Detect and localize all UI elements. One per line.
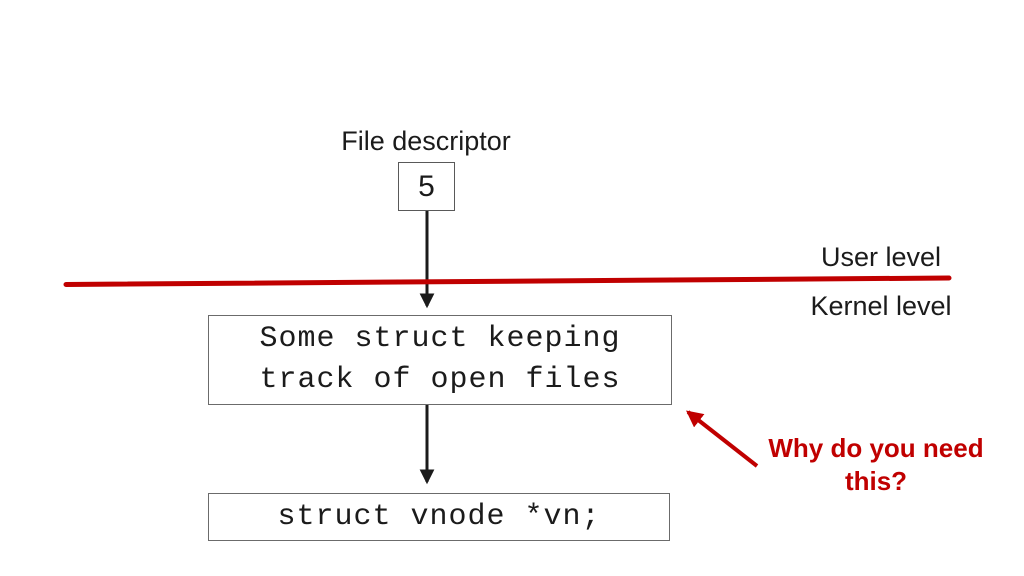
open-files-struct-line1: Some struct keeping: [259, 322, 621, 356]
why-annotation-line1: Why do you need: [768, 433, 984, 463]
file-descriptor-label: File descriptor: [341, 126, 511, 156]
vnode-code-box: struct vnode *vn;: [208, 493, 670, 541]
user-kernel-divider-line: [63, 275, 952, 287]
user-level-label: User level: [820, 242, 942, 272]
why-annotation: Why do you need this?: [756, 432, 996, 498]
fd-value-box: 5: [398, 162, 455, 211]
open-files-struct-box: Some struct keeping track of open files: [208, 315, 672, 405]
kernel-level-label: Kernel level: [810, 291, 952, 321]
fd-value: 5: [418, 169, 435, 203]
open-files-struct-line2: track of open files: [259, 363, 621, 397]
vnode-code: struct vnode *vn;: [277, 500, 601, 534]
why-annotation-line2: this?: [844, 466, 908, 496]
annotation-arrow: [686, 410, 759, 468]
